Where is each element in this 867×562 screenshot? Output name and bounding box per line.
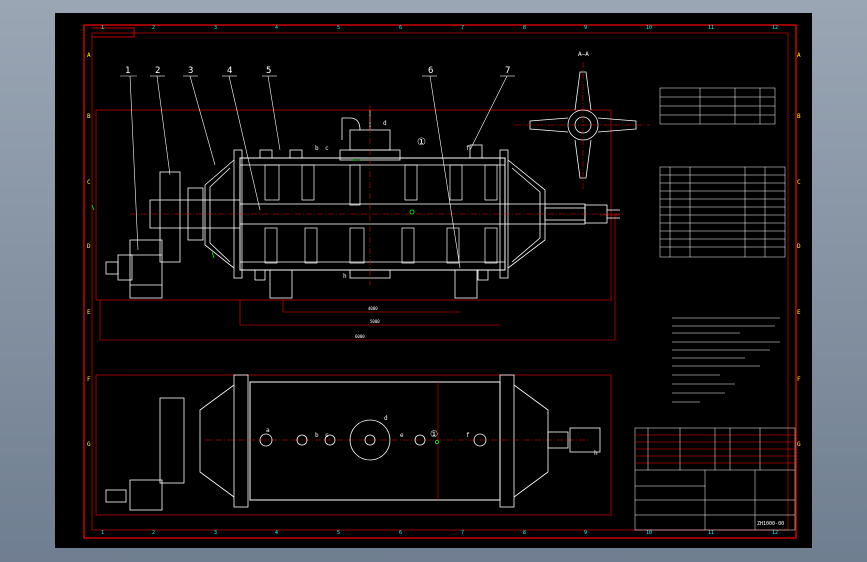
plan-nozzle-f: f [466, 432, 470, 439]
grid-column-label-2-top: 2 [152, 25, 155, 31]
grid-row-label-A: A [87, 52, 91, 59]
grid-row-label-B: B [87, 113, 91, 120]
corner-box [92, 27, 135, 38]
grid-column-label-2-bottom: 2 [152, 530, 155, 536]
part-number-5: 5 [266, 66, 271, 76]
grid-column-label-12-bottom: 12 [772, 530, 778, 536]
grid-column-label-4-top: 4 [275, 25, 278, 31]
part-number-4: 4 [227, 66, 232, 76]
section-label: A—A [578, 51, 589, 58]
grid-row-labels: A A B B C C D D E E F F G G [87, 52, 801, 448]
grid-column-label-5-bottom: 5 [337, 530, 340, 536]
grid-row-label-F-right: F [797, 376, 801, 383]
plan-view [95, 374, 612, 516]
grid-row-label-D: D [87, 243, 91, 250]
grid-column-label-7-top: 7 [461, 25, 464, 31]
part-leaders [120, 75, 515, 269]
technical-notes-block [672, 317, 780, 403]
part-number-7: 7 [505, 66, 510, 76]
plan-nozzle-h: h [594, 450, 598, 457]
nozzle-f-label: f [466, 145, 470, 152]
grid-row-label-F: F [87, 376, 91, 383]
nozzle-h-label: h [343, 273, 347, 280]
grid-row-label-A-right: A [797, 52, 801, 59]
grid-column-label-9-top: 9 [584, 25, 587, 31]
grid-row-label-C: C [87, 179, 91, 186]
grid-column-label-1-top: 1 [101, 25, 104, 31]
grid-column-label-11-top: 11 [708, 25, 714, 31]
part-number-2: 2 [155, 66, 160, 76]
plan-nozzle-a: a [266, 427, 270, 434]
drawing-number: ZH1000-00 [757, 521, 784, 527]
grid-column-label-9-bottom: 9 [584, 530, 587, 536]
plan-circled-marker: ① [430, 430, 438, 440]
grid-column-label-4-bottom: 4 [275, 530, 278, 536]
svg-text:6000: 6000 [355, 334, 365, 339]
nozzle-b-label: b [315, 145, 319, 152]
nozzle-c-label: c [325, 145, 329, 152]
grid-column-label-10-bottom: 10 [646, 530, 652, 536]
grid-row-label-E: E [87, 309, 91, 316]
grid-column-label-5-top: 5 [337, 25, 340, 31]
plan-nozzle-e: e [400, 432, 404, 439]
grid-row-label-E-right: E [797, 309, 801, 316]
front-view: 4000 5000 6000 [91, 105, 625, 341]
nozzle-d-label: d [383, 120, 387, 127]
plan-nozzle-c: c [325, 432, 329, 439]
grid-row-label-B-right: B [797, 113, 801, 120]
grid-column-label-7-bottom: 7 [461, 530, 464, 536]
drawing-border [83, 24, 797, 539]
grid-column-label-11-bottom: 11 [708, 530, 714, 536]
grid-column-label-8-top: 8 [523, 25, 526, 31]
grid-row-label-D-right: D [797, 243, 801, 250]
grid-column-label-6-top: 6 [399, 25, 402, 31]
part-number-1: 1 [125, 66, 130, 76]
grid-column-label-12-top: 12 [772, 25, 778, 31]
part-number-labels: 1 2 3 4 5 6 7 [125, 66, 510, 76]
grid-row-label-C-right: C [797, 179, 801, 186]
plan-nozzle-b: b [315, 432, 319, 439]
grid-column-label-8-bottom: 8 [523, 530, 526, 536]
grid-column-label-1-bottom: 1 [101, 530, 104, 536]
plan-nozzle-d: d [384, 415, 388, 422]
svg-text:5000: 5000 [370, 319, 380, 324]
grid-column-label-6-bottom: 6 [399, 530, 402, 536]
grid-row-label-G-right: G [797, 441, 801, 448]
part-number-6: 6 [428, 66, 433, 76]
grid-column-label-10-top: 10 [646, 25, 652, 31]
nozzle-schedule-table [659, 166, 786, 258]
nozzle-letters-plan: a b c d e f ① h [266, 415, 598, 457]
nozzle-letters-front: d b c f h ① [315, 120, 470, 280]
circled-marker: ① [417, 137, 426, 148]
technical-characteristics-table [659, 87, 776, 125]
grid-row-label-G: G [87, 441, 91, 448]
grid-column-label-3-top: 3 [214, 25, 217, 31]
part-number-3: 3 [188, 66, 193, 76]
section-a-a-view: A—A [515, 51, 650, 190]
svg-text:4000: 4000 [368, 306, 378, 311]
inner-border [91, 32, 789, 531]
grid-column-label-3-bottom: 3 [214, 530, 217, 536]
title-block [634, 427, 796, 531]
